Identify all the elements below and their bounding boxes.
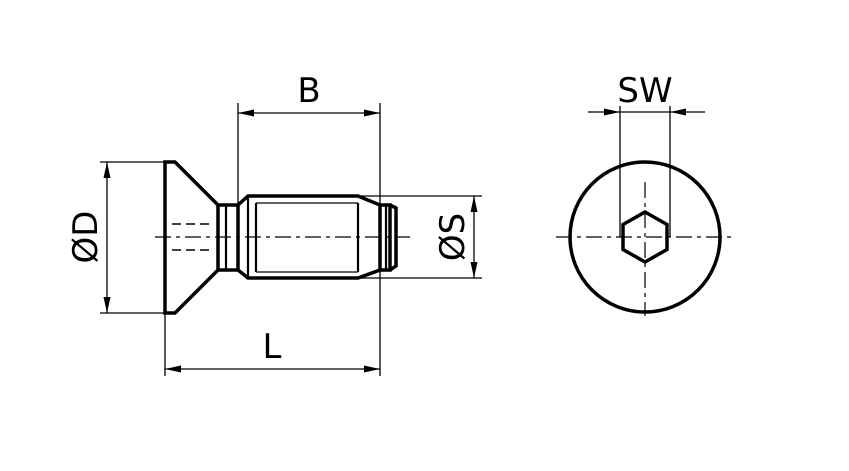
s-arrow-top — [470, 196, 478, 212]
dimension-d: ØD — [66, 161, 175, 314]
l-arrow-left — [165, 365, 181, 373]
dimension-s: ØS — [358, 195, 482, 279]
dimension-sw: SW — [588, 71, 705, 237]
l-arrow-right — [364, 365, 380, 373]
s-label: ØS — [433, 213, 473, 261]
sw-arrow-left — [604, 108, 620, 116]
l-label: L — [263, 327, 282, 367]
sw-label: SW — [617, 71, 672, 111]
b-label: B — [297, 71, 320, 111]
s-arrow-bottom — [470, 262, 478, 278]
screw-end-view — [556, 160, 734, 316]
d-arrow-top — [103, 162, 111, 178]
hex-socket — [621, 209, 669, 265]
dimension-b: B — [237, 71, 381, 205]
screw-side-view — [155, 160, 410, 315]
d-arrow-bottom — [103, 297, 111, 313]
d-label: ØD — [66, 211, 106, 264]
dimension-l: L — [164, 270, 381, 376]
b-arrow-left — [238, 109, 254, 117]
sw-arrow-right — [670, 108, 686, 116]
b-arrow-right — [364, 109, 380, 117]
